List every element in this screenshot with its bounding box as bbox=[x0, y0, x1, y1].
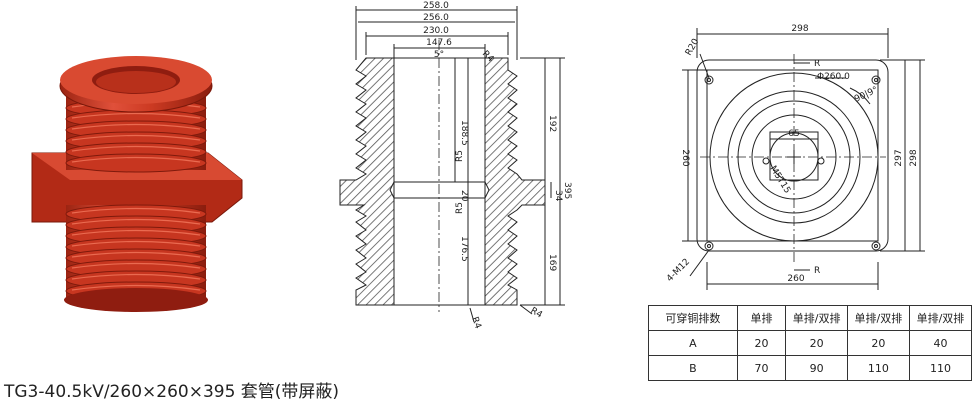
dim-plan-298-vertical: 298 bbox=[909, 149, 919, 166]
dim-395: 395 bbox=[562, 182, 572, 199]
shed-highlight bbox=[71, 123, 201, 130]
shed-highlight bbox=[71, 284, 201, 291]
cross-section-view bbox=[339, 6, 565, 323]
dim-192: 192 bbox=[547, 115, 557, 132]
table-header-cell: 单排 bbox=[736, 305, 787, 331]
radius-r5-a: R5 bbox=[455, 150, 465, 162]
dim-147: 147.6 bbox=[426, 38, 452, 48]
dim-256: 256.0 bbox=[423, 13, 449, 23]
radius-r4-bottom-right: R4 bbox=[529, 306, 545, 321]
busbar-spec-table: 可穿铜排数 单排 单排/双排 单排/双排 单排/双排 A 20 20 20 40… bbox=[648, 305, 972, 381]
table-cell: 20 bbox=[736, 330, 787, 356]
shed-highlight bbox=[71, 229, 201, 236]
dim-plan-260-vertical: 260 bbox=[680, 149, 690, 166]
shed-highlight bbox=[71, 251, 201, 258]
dim-plan-298: 298 bbox=[791, 24, 808, 34]
angle-5: 5° bbox=[434, 50, 444, 60]
table-row: B 70 90 110 110 bbox=[648, 355, 972, 381]
section-mark-top: R bbox=[814, 59, 820, 69]
dim-169: 169 bbox=[547, 254, 557, 271]
table-header-cell: 单排/双排 bbox=[846, 305, 910, 331]
table-cell: 20 bbox=[846, 330, 910, 356]
plan-view bbox=[682, 28, 925, 290]
table-cell: 110 bbox=[908, 355, 972, 381]
table-cell: 20 bbox=[785, 330, 848, 356]
dim-297: 297 bbox=[894, 149, 904, 166]
table-cell: B bbox=[648, 355, 738, 381]
dim-dia-260: Φ260.0 bbox=[817, 72, 850, 82]
dim-230: 230.0 bbox=[423, 26, 449, 36]
table-cell: A bbox=[648, 330, 738, 356]
bushing-illustration bbox=[31, 56, 243, 312]
table-header-cell: 单排/双排 bbox=[785, 305, 848, 331]
shed-highlight bbox=[71, 145, 201, 152]
lower-sheds bbox=[65, 204, 207, 301]
dim-176: 176.5 bbox=[459, 236, 469, 262]
table-cell: 70 bbox=[736, 355, 787, 381]
section-mark-bottom: R bbox=[814, 266, 820, 276]
table-header-row: 可穿铜排数 单排 单排/双排 单排/双排 单排/双排 bbox=[648, 305, 972, 331]
radius-r5-b: R5 bbox=[455, 202, 465, 214]
shed-highlight bbox=[71, 134, 201, 141]
table-row: A 20 20 20 40 bbox=[648, 330, 972, 356]
dim-34: 34 bbox=[553, 190, 563, 202]
dim-258: 258.0 bbox=[423, 1, 449, 11]
dim-188: 188.5 bbox=[459, 120, 469, 146]
shed-highlight bbox=[71, 262, 201, 269]
table-cell: 40 bbox=[908, 330, 972, 356]
shed-highlight bbox=[71, 240, 201, 247]
table-header-cell: 单排/双排 bbox=[908, 305, 972, 331]
shed-rib bbox=[65, 153, 207, 173]
holes-4-m12: 4-M12 bbox=[665, 257, 692, 284]
dim-20: 20 bbox=[459, 190, 469, 202]
radius-r4-bottom-left: R4 bbox=[469, 316, 483, 331]
table-cell: 110 bbox=[846, 355, 910, 381]
shed-highlight bbox=[71, 207, 201, 214]
dim-plan-260-horizontal: 260 bbox=[787, 274, 804, 284]
radius-r20: R20 bbox=[684, 37, 702, 58]
dim-65: 65 bbox=[788, 129, 799, 139]
shed-highlight bbox=[71, 156, 201, 163]
table-cell: 90 bbox=[785, 355, 848, 381]
shed-highlight bbox=[71, 218, 201, 225]
bolt-circle-label: 90|9° bbox=[853, 85, 880, 105]
product-caption: TG3-40.5kV/260×260×395 套管(带屏蔽) bbox=[4, 382, 340, 402]
table-header-cell: 可穿铜排数 bbox=[648, 305, 738, 331]
shed-highlight bbox=[71, 273, 201, 280]
shed-highlight bbox=[71, 112, 201, 119]
